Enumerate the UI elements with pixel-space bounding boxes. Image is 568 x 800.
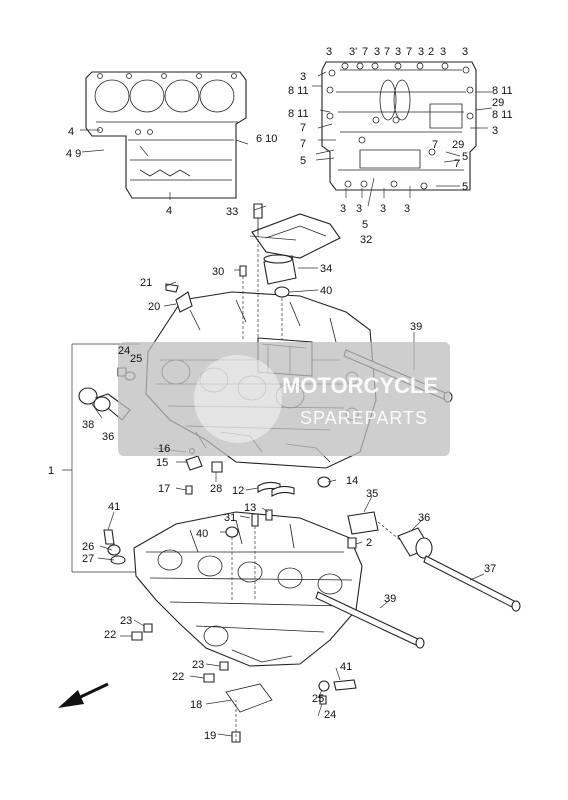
callout-7-left-1: 7 xyxy=(300,122,306,134)
callout-40-top: 40 xyxy=(320,285,332,297)
callout-19: 19 xyxy=(204,730,216,742)
upper-crankcase-top-view xyxy=(85,71,247,199)
callout-25-lower: 25 xyxy=(312,693,324,705)
callout-37: 37 xyxy=(484,563,496,575)
callout-29-right-2: 29 xyxy=(452,139,464,151)
callout-labels: 4 4 9 6 10 4 3 3' 7 3 7 3 7 3 2 3 3 3 8 … xyxy=(48,46,513,742)
callout-5-bottom: 5 xyxy=(362,219,368,231)
callout-3-bottom-4: 3 xyxy=(404,203,410,215)
callout-7-top-1: 7 xyxy=(362,46,368,58)
callout-23-lower: 23 xyxy=(192,659,204,671)
callout-8-11-left-2: 8 11 xyxy=(288,108,309,120)
callout-5-right-2: 5 xyxy=(462,181,468,193)
callout-12: 12 xyxy=(232,485,244,497)
callout-29-right-1: 29 xyxy=(492,97,504,109)
callout-3-top-6: 3 xyxy=(462,46,468,58)
callout-28: 28 xyxy=(210,483,222,495)
watermark-box xyxy=(118,342,450,456)
callout-4-b: 4 xyxy=(166,205,172,217)
callout-8-11-left-1: 8 11 xyxy=(288,85,309,97)
callout-18: 18 xyxy=(190,699,202,711)
watermark-logo xyxy=(194,355,282,443)
callout-8-11-right-1: 8 11 xyxy=(492,85,513,97)
callout-24-lower: 24 xyxy=(324,709,336,721)
callout-41-right: 41 xyxy=(340,661,352,673)
callout-25-upper: 25 xyxy=(130,353,142,365)
watermark: MOTORCYCLE SPAREPARTS xyxy=(118,342,450,456)
callout-2-lower: 2 xyxy=(366,537,372,549)
callout-3-bottom-3: 3 xyxy=(380,203,386,215)
callout-33: 33 xyxy=(226,206,238,218)
callout-26: 26 xyxy=(82,541,94,553)
callout-38: 38 xyxy=(82,419,94,431)
callout-36-left: 36 xyxy=(102,431,114,443)
callout-7-left-2: 7 xyxy=(300,138,306,150)
callout-22-lower: 22 xyxy=(172,671,184,683)
callout-17: 17 xyxy=(158,483,170,495)
callout-30: 30 xyxy=(212,266,224,278)
callout-14: 14 xyxy=(346,475,358,487)
callout-40-lower: 40 xyxy=(196,528,208,540)
callout-22-upper: 22 xyxy=(104,629,116,641)
lower-crankcase-bottom-view xyxy=(321,61,477,191)
callout-4-a: 4 xyxy=(68,126,74,138)
callout-34: 34 xyxy=(320,263,332,275)
callout-8-11-right-2: 8 11 xyxy=(492,109,513,121)
callout-27: 27 xyxy=(82,553,94,565)
callout-13: 13 xyxy=(244,502,256,514)
callout-35: 35 xyxy=(366,488,378,500)
callout-6-10: 6 10 xyxy=(256,133,277,145)
callout-3-right: 3 xyxy=(492,125,498,137)
callout-2-top: 2 xyxy=(428,46,434,58)
callout-7-top-2: 7 xyxy=(384,46,390,58)
callout-3-top-2: 3 xyxy=(374,46,380,58)
callout-3-top-4: 3 xyxy=(418,46,424,58)
callout-7-top-3: 7 xyxy=(406,46,412,58)
callout-23-upper: 23 xyxy=(120,615,132,627)
callout-32: 32 xyxy=(360,234,372,246)
arrow-down-left-icon xyxy=(58,682,109,708)
callout-3-bottom-1: 3 xyxy=(340,203,346,215)
callout-39-top: 39 xyxy=(410,321,422,333)
callout-1: 1 xyxy=(48,465,54,477)
callout-16: 16 xyxy=(158,443,170,455)
callout-3-left: 3 xyxy=(300,71,306,83)
callout-24-upper: 24 xyxy=(118,345,130,357)
callout-39-lower: 39 xyxy=(384,593,396,605)
alignment-lines xyxy=(231,234,401,742)
callout-5-right-1: 5 xyxy=(462,151,468,163)
callout-3-top-1: 3 xyxy=(326,46,332,58)
callout-41-left: 41 xyxy=(108,501,120,513)
callout-3-top-5: 3 xyxy=(440,46,446,58)
callout-21: 21 xyxy=(140,277,152,289)
callout-3-bottom-2: 3 xyxy=(356,203,362,215)
callout-7-right-1: 7 xyxy=(432,139,438,151)
callout-31: 31 xyxy=(224,512,236,524)
watermark-line-2: SPAREPARTS xyxy=(300,408,428,428)
callout-4-9: 4 9 xyxy=(66,148,81,160)
callout-15: 15 xyxy=(156,457,168,469)
callout-36-right: 36 xyxy=(418,512,430,524)
callout-3prime-top: 3' xyxy=(349,46,357,58)
callout-5-left: 5 xyxy=(300,155,306,167)
callout-3-top-3: 3 xyxy=(395,46,401,58)
callout-20: 20 xyxy=(148,301,160,313)
callout-7-right-2: 7 xyxy=(454,158,460,170)
watermark-line-1: MOTORCYCLE xyxy=(282,373,438,398)
